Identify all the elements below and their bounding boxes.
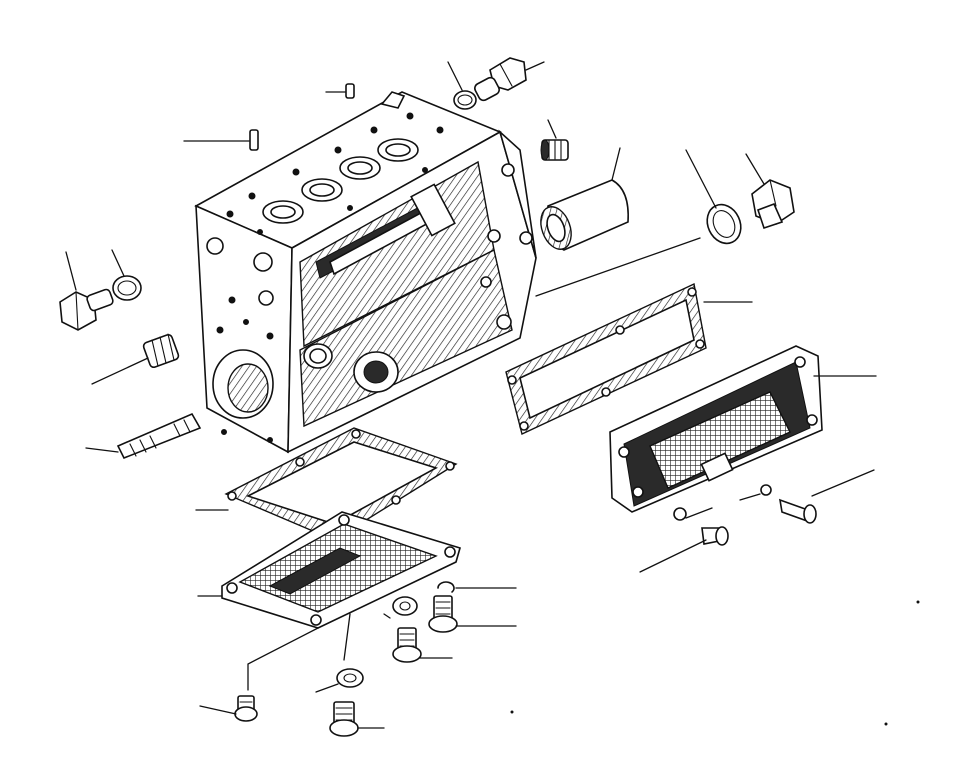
- drain-plug: [199, 695, 258, 722]
- scan-specks: [510, 600, 920, 726]
- bottom-cover: [197, 511, 461, 691]
- stud: [85, 412, 202, 460]
- washer-bottom-2: [315, 668, 364, 693]
- nut-right-1: [739, 484, 772, 501]
- o-ring-top: [447, 61, 477, 110]
- plug-nut-right: [745, 153, 795, 230]
- bolt-right-2: [639, 526, 729, 573]
- bolt-right-1: [778, 469, 875, 524]
- bolt-bottom-1: [428, 595, 517, 633]
- washer-right: [535, 149, 742, 297]
- bolt-bottom-2: [392, 627, 453, 663]
- side-gasket: [505, 282, 753, 435]
- bolt-bottom-3: [329, 701, 385, 737]
- nut-right-2: [673, 507, 713, 521]
- side-cover: [609, 345, 877, 513]
- bottom-gasket: [195, 427, 458, 541]
- retaining-ring: [437, 581, 517, 593]
- pin-small-top: [325, 83, 355, 99]
- washer-bottom-1: [383, 596, 418, 619]
- plug-nut-left: [59, 251, 114, 331]
- roller-bushing-top: [540, 119, 569, 161]
- pin-small-left: [183, 129, 259, 151]
- union-fitting: [474, 57, 545, 102]
- roller-bushing-left: [91, 333, 180, 385]
- pump-housing: [194, 91, 537, 454]
- sleeve: [540, 147, 629, 251]
- o-ring-left: [111, 249, 142, 301]
